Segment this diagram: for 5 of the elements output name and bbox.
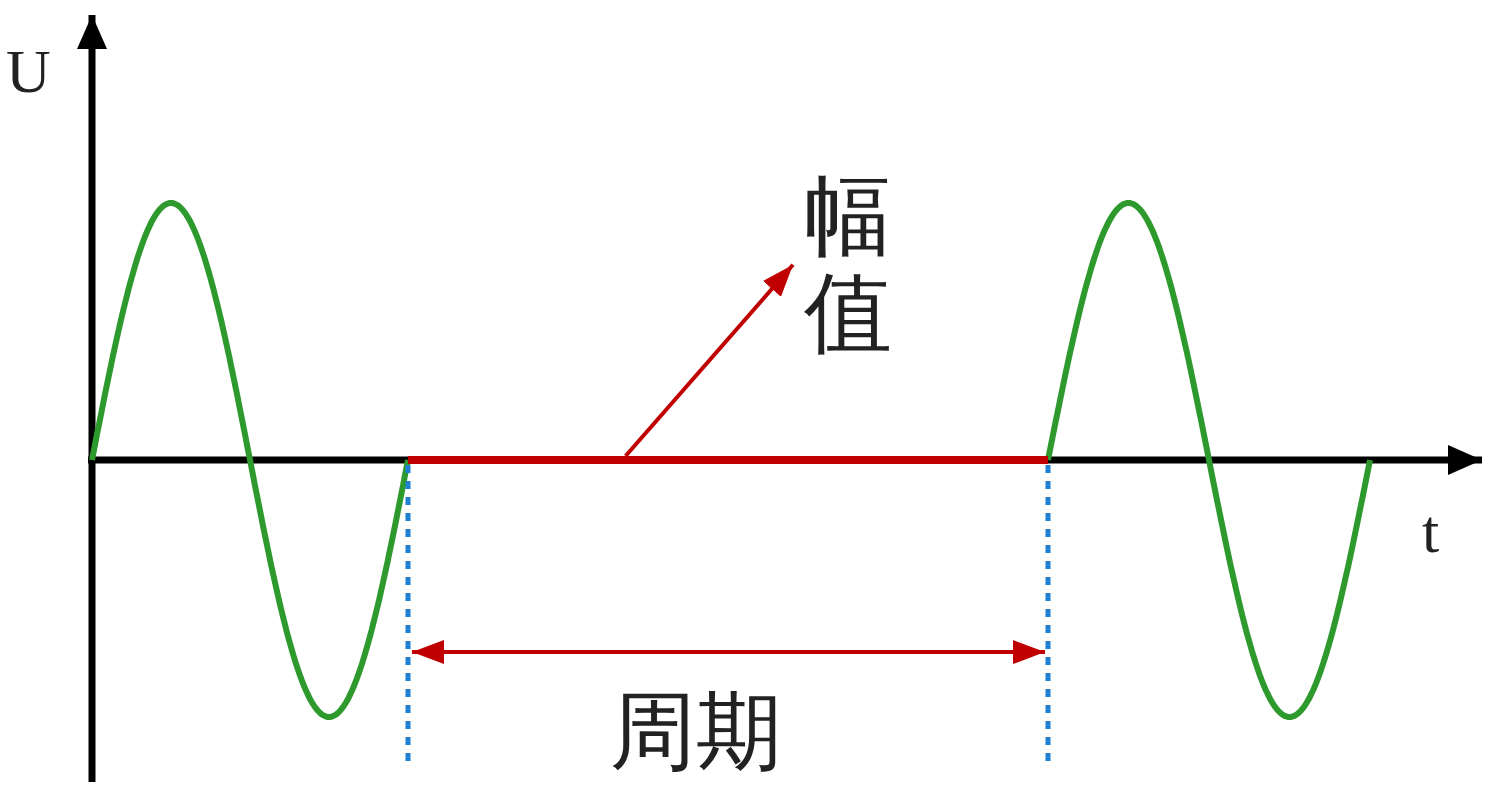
value-label: 幅值 <box>804 168 892 362</box>
period-label: 周期 <box>610 688 782 774</box>
axis-label: U <box>6 40 51 102</box>
arrow <box>624 263 795 458</box>
axis-label: t <box>1422 500 1440 562</box>
